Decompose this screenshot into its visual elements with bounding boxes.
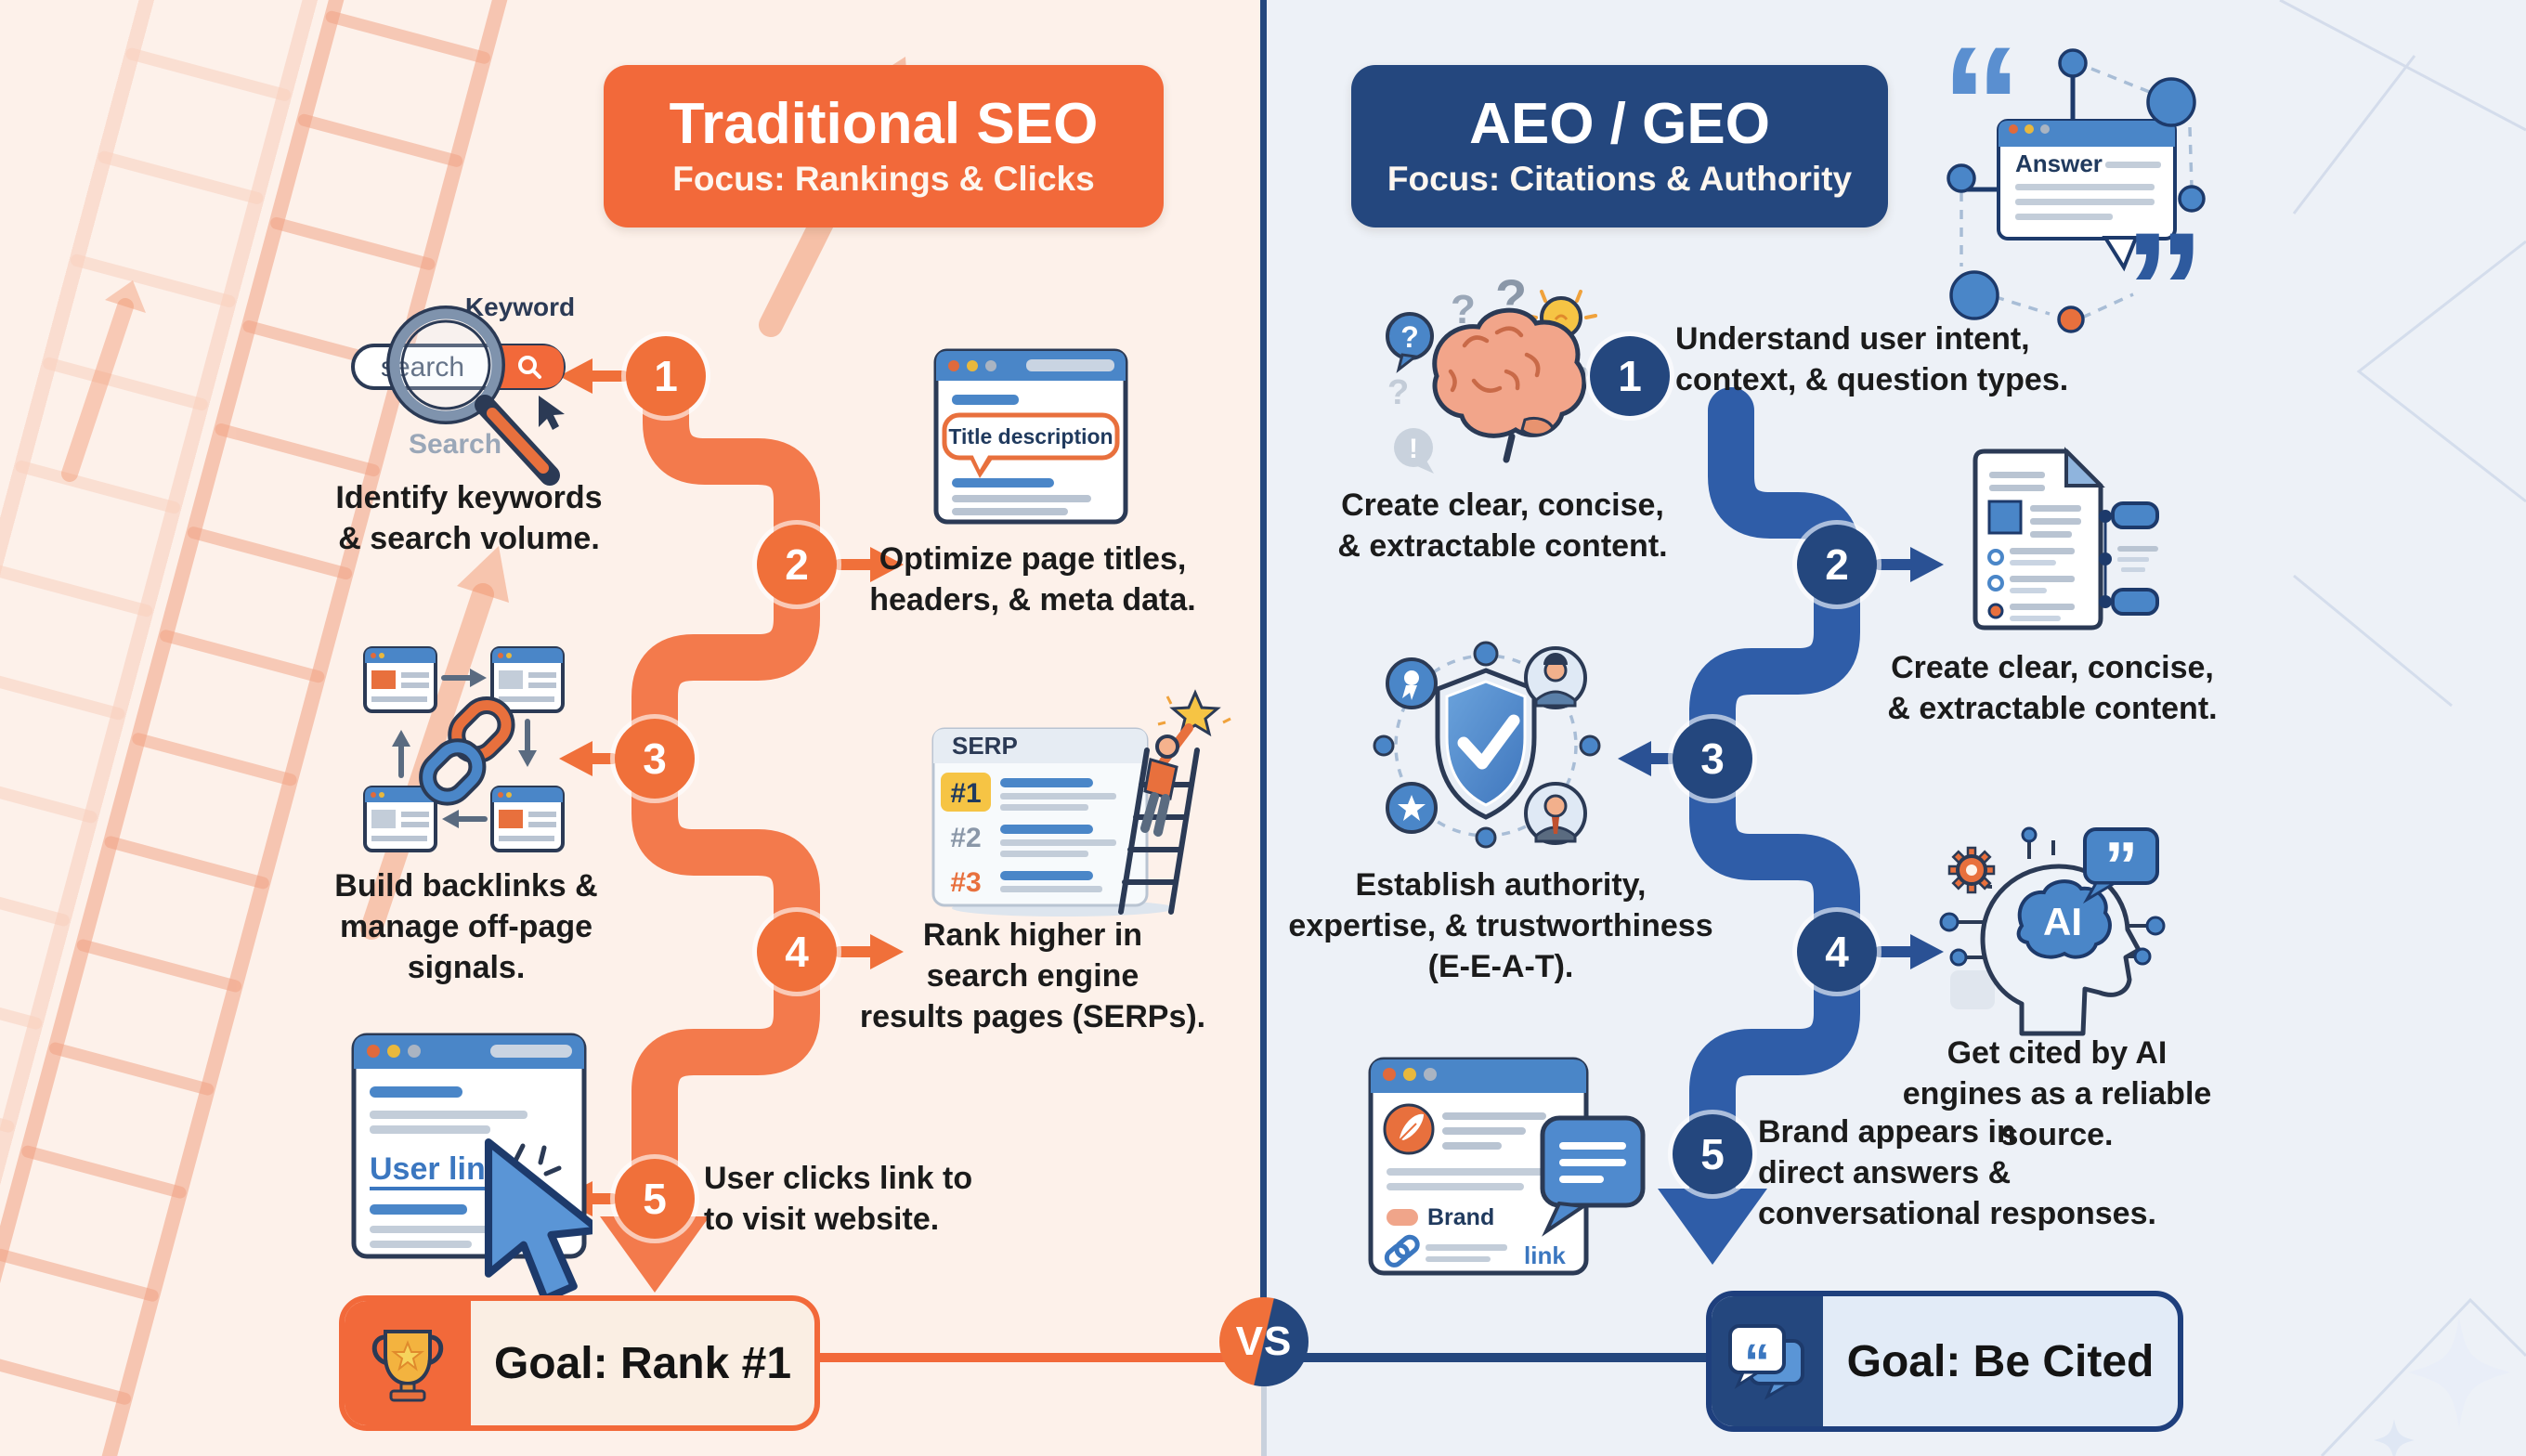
close-quote-glyph: ”: [2124, 200, 2206, 341]
step-badge-left-3: 3: [615, 719, 695, 799]
cursor-arrow-icon: [484, 1138, 603, 1303]
publisher-avatar: [1383, 1103, 1435, 1155]
vs-badge: VS: [1219, 1297, 1309, 1386]
step-badge-right-3: 3: [1673, 719, 1752, 799]
question-glyph: ?: [1387, 373, 1409, 412]
citation-answer-icon: “ Answer ”: [1934, 14, 2221, 381]
search-label: Search: [409, 429, 501, 460]
header-aeo-geo: AEO / GEO Focus: Citations & Authority: [1351, 65, 1888, 228]
user-link-label: User link: [370, 1151, 503, 1187]
header-traditional-seo: Traditional SEO Focus: Rankings & Clicks: [604, 65, 1164, 228]
step3-right-text: Establish authority, expertise, & trustw…: [1288, 867, 1713, 984]
center-divider-lower: [1261, 1384, 1267, 1456]
medal-circle-icon: [1386, 657, 1438, 709]
step-badge-right-4: 4: [1797, 912, 1877, 992]
gear-icon: [1947, 846, 1996, 894]
rank-1: #1: [950, 778, 981, 809]
ai-citation-icon: AI ”: [1936, 822, 2168, 1040]
extractable-content-icon: [1961, 444, 2161, 639]
trophy-icon: [345, 1301, 471, 1425]
star-circle-icon: [1386, 782, 1438, 834]
keyword-search-icon: Keyword search Search: [316, 279, 641, 566]
question-bubble-icon: ?: [1386, 312, 1434, 373]
chain-link-icon: [419, 696, 515, 806]
sparkle: [2408, 1317, 2510, 1428]
left-subtitle: Focus: Rankings & Clicks: [672, 159, 1095, 198]
star-icon: [1157, 689, 1231, 737]
rank-3: #3: [950, 867, 981, 898]
circuit-dots: [1939, 826, 2166, 967]
center-divider: [1260, 0, 1267, 1300]
network-dashed-lines: [1960, 67, 2194, 319]
user-click-icon: User link: [351, 1033, 603, 1316]
step1-right-text: Understand user intent, context, & quest…: [1675, 321, 2069, 397]
step-badge-left-4: 4: [757, 912, 837, 992]
cited-quote-glyph: “: [1744, 1332, 1770, 1391]
brand-label: Brand: [1427, 1204, 1494, 1230]
title-callout-label: Title description: [948, 424, 1113, 448]
step4-left-text: Rank higher in search engine results pag…: [859, 917, 1206, 1034]
quote-chat-icon: “: [1712, 1296, 1823, 1426]
avatar-icon: [1524, 646, 1587, 709]
goal-rank-label: Goal: Rank #1: [493, 1338, 792, 1388]
brand-mention-icon: Brand link: [1368, 1055, 1651, 1287]
step-badge-left-2: 2: [757, 525, 837, 604]
right-subtitle: Focus: Citations & Authority: [1387, 159, 1853, 198]
step1-left-text: Identify keywords & search volume.: [335, 480, 603, 556]
step2-right-text: Create clear, concise, & extractable con…: [1887, 650, 2218, 726]
climbing-person-icon: [1140, 723, 1193, 837]
answer-label: Answer: [2015, 150, 2103, 177]
rank-2: #2: [950, 823, 981, 853]
goal-rank-box: Goal: Rank #1: [339, 1295, 820, 1431]
step5-right-text: Brand appears in direct answers & conver…: [1758, 1114, 2156, 1231]
small-cursor-icon: [539, 396, 565, 430]
cycle-arrows: [392, 669, 537, 828]
avatar-icon: [1524, 782, 1587, 845]
chat-bubble-icon: [1540, 1115, 1646, 1237]
quote-glyph: ”: [2104, 829, 2138, 904]
brain-intent-icon: ? ? ? ? ? !: [1386, 268, 1604, 492]
eeat-shield-icon: [1363, 639, 1609, 866]
svg-text:!: !: [1409, 434, 1418, 464]
step2-left-text: Optimize page titles, headers, & meta da…: [869, 541, 1196, 618]
mini-browser-windows: [363, 646, 565, 852]
step-badge-right-2: 2: [1797, 525, 1877, 604]
step4-right-text: Get cited by AI engines as a reliable so…: [1902, 1035, 2212, 1152]
step3-left-text: Build backlinks & manage off-page signal…: [334, 868, 598, 985]
goal-cited-label: Goal: Be Cited: [1846, 1336, 2155, 1386]
click-burst: [513, 1143, 562, 1176]
step-badge-left-5: 5: [615, 1159, 695, 1239]
quote-bubble-icon: ”: [2082, 827, 2159, 904]
shield-check: [1435, 668, 1537, 820]
title-meta-icon: Title description: [933, 348, 1128, 525]
svg-text:?: ?: [1400, 320, 1419, 354]
brain-shape: [1432, 307, 1587, 463]
sparkle-small: [2374, 1419, 2415, 1456]
serp-ranking-icon: SERP #1 #2 #3: [924, 687, 1240, 919]
ai-label: AI: [2043, 900, 2082, 943]
step5-left-text: User clicks link to to visit website.: [704, 1161, 973, 1237]
backlinks-icon: [362, 643, 566, 856]
step-badge-right-5: 5: [1673, 1114, 1752, 1194]
exclamation-bubble-icon: !: [1394, 428, 1434, 474]
right-title: AEO / GEO: [1469, 91, 1770, 156]
network-dots: [1373, 641, 1601, 849]
link-label: link: [1524, 1242, 1566, 1269]
step-badge-left-1: 1: [626, 336, 706, 416]
goal-cited-box: “ Goal: Be Cited: [1706, 1291, 2183, 1432]
step1-right-caption: Create clear, concise, & extractable con…: [1337, 488, 1668, 564]
link-chain-icon: [1384, 1234, 1420, 1268]
keyword-label: Keyword: [465, 292, 575, 321]
step-badge-right-1: 1: [1590, 336, 1670, 416]
network-dots: [1947, 48, 2206, 333]
left-title: Traditional SEO: [669, 91, 1099, 156]
serp-label: SERP: [952, 732, 1018, 760]
